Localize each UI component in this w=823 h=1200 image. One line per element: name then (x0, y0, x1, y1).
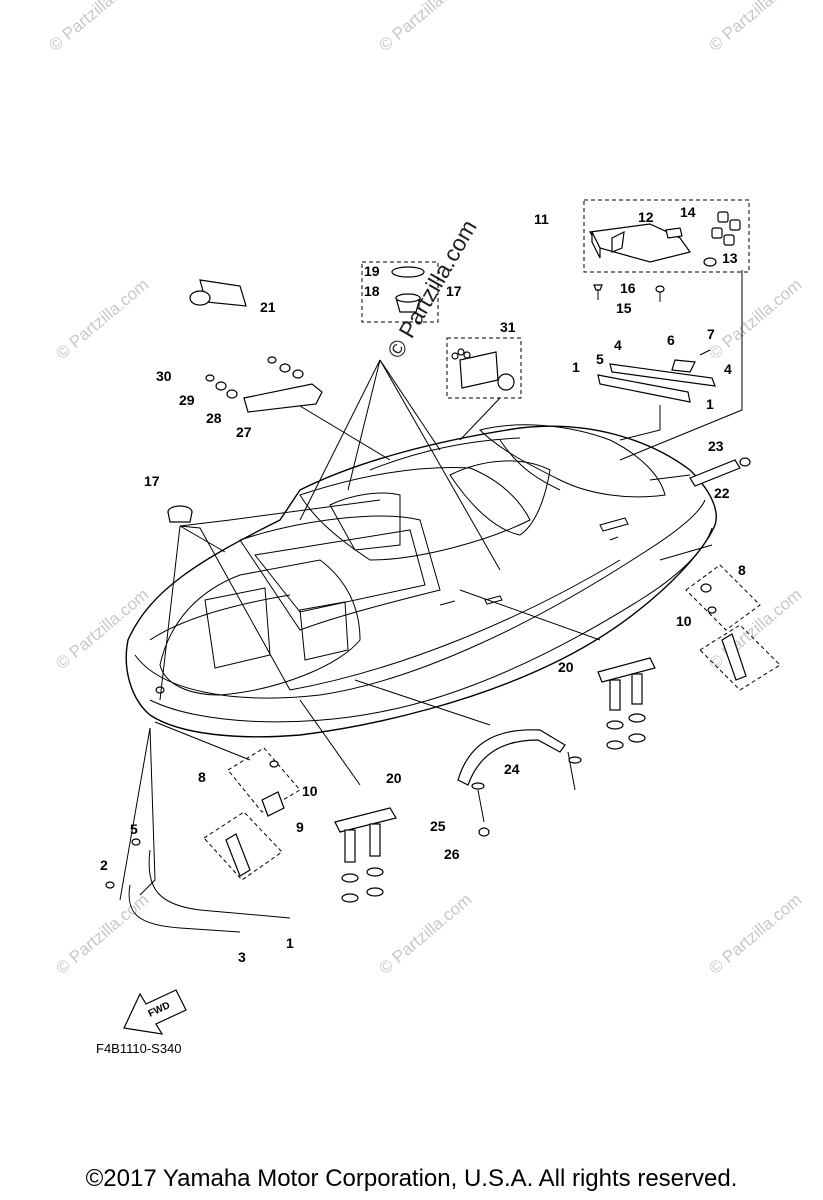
callout-1-top-left: 1 (572, 359, 580, 375)
callout-numbers: 11 12 14 13 16 15 21 19 18 17 31 4 6 7 5… (100, 204, 746, 965)
callout-18: 18 (364, 283, 380, 299)
watermark-text: © Partzilla.com (375, 890, 475, 978)
callout-8-right: 8 (738, 562, 746, 578)
callout-6: 6 (667, 332, 675, 348)
callout-15: 15 (616, 300, 632, 316)
part-24-grab-bar (457, 729, 582, 791)
watermark-text: © Partzilla.com (705, 0, 805, 55)
watermark-text-large: © Partzilla.com (382, 215, 482, 362)
callout-21: 21 (260, 299, 276, 315)
callout-20-right: 20 (558, 659, 574, 675)
callout-26: 26 (444, 846, 460, 862)
callout-20-left: 20 (386, 770, 402, 786)
watermark-text: © Partzilla.com (52, 890, 152, 978)
part-11-assembly (583, 199, 750, 302)
callout-5-left: 5 (130, 821, 138, 837)
callout-10-left: 10 (302, 783, 318, 799)
part-20-left-cleat (334, 807, 397, 903)
callout-4-top: 4 (614, 337, 622, 353)
part-31-plate (446, 337, 522, 399)
part-1-3-strips (105, 838, 291, 933)
callout-27: 27 (236, 424, 252, 440)
callout-1-top-right: 1 (706, 396, 714, 412)
callout-16: 16 (620, 280, 636, 296)
part-8-left (203, 747, 301, 881)
callout-1-bottom: 1 (286, 935, 294, 951)
leader-lines (119, 270, 743, 901)
callout-31: 31 (500, 319, 516, 335)
part-21-mirror (189, 279, 247, 307)
callout-19: 19 (364, 263, 380, 279)
callout-7: 7 (707, 326, 715, 342)
callout-2: 2 (100, 857, 108, 873)
callout-10-right: 10 (676, 613, 692, 629)
callout-28: 28 (206, 410, 222, 426)
part-8-right (685, 564, 781, 691)
boat-hull (125, 424, 717, 738)
callout-14: 14 (680, 204, 696, 220)
callout-17-left: 17 (144, 473, 160, 489)
callout-9: 9 (296, 819, 304, 835)
watermark-text: © Partzilla.com (45, 0, 145, 55)
callout-25: 25 (430, 818, 446, 834)
part-20-right-cleat (597, 657, 656, 750)
fwd-arrow-icon: FWD (123, 989, 187, 1035)
callout-3: 3 (238, 949, 246, 965)
copyright-notice: ©2017 Yamaha Motor Corporation, U.S.A. A… (85, 1165, 738, 1192)
callout-12: 12 (638, 209, 654, 225)
callout-4-right: 4 (724, 361, 732, 377)
watermark-text: © Partzilla.com (375, 0, 475, 55)
part-25-26 (471, 782, 490, 837)
diagram-code: F4B1110-S340 (96, 1041, 182, 1056)
part-17-cupholder (167, 261, 439, 523)
callout-29: 29 (179, 392, 195, 408)
part-22-23 (689, 457, 751, 487)
callout-24: 24 (504, 761, 520, 777)
watermark-text: © Partzilla.com (705, 890, 805, 978)
callout-8-left: 8 (198, 769, 206, 785)
callout-22: 22 (714, 485, 730, 501)
callout-30: 30 (156, 368, 172, 384)
callout-23: 23 (708, 438, 724, 454)
watermark-text: © Partzilla.com (52, 275, 152, 363)
callout-13: 13 (722, 250, 738, 266)
callout-11: 11 (534, 211, 549, 227)
callout-17-top: 17 (446, 283, 462, 299)
callout-5-top: 5 (596, 351, 604, 367)
part-27-handle (205, 356, 323, 413)
part-rails (597, 349, 716, 403)
watermark-text: © Partzilla.com (705, 585, 805, 673)
watermark-text: © Partzilla.com (705, 275, 805, 363)
